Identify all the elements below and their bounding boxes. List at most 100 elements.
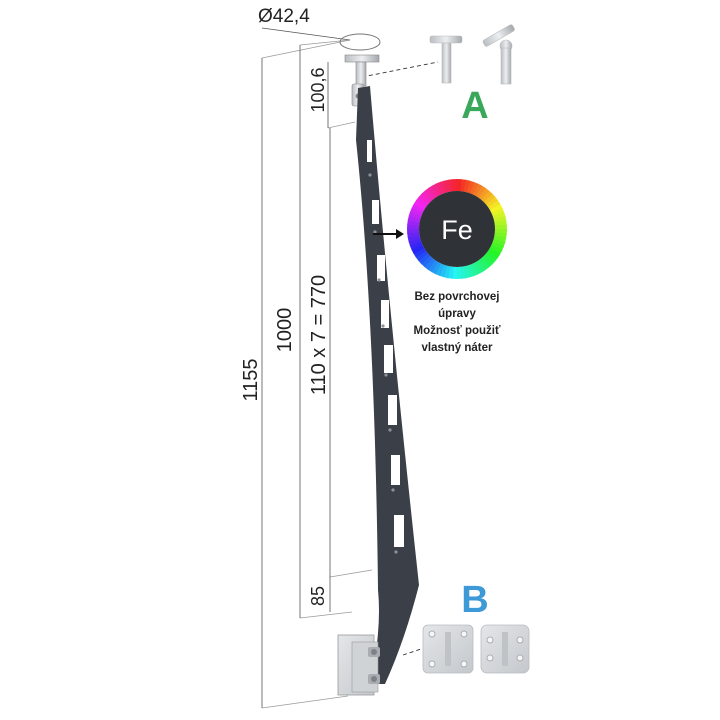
- post-slot-6: [388, 395, 397, 425]
- color-wheel-segment: [489, 245, 503, 255]
- color-wheel-segment: [427, 259, 438, 273]
- note-line-1: Bez povrchovej: [414, 291, 500, 303]
- bottom-offset-label: 85: [308, 586, 328, 606]
- color-wheel-segment: [492, 238, 506, 247]
- color-wheel-segment: [421, 255, 433, 268]
- color-wheel-segment: [491, 242, 504, 251]
- color-wheel-segment: [410, 207, 423, 216]
- post-holes: [367, 140, 404, 554]
- note-line-2: úpravy: [438, 308, 476, 320]
- color-wheel-segment: [478, 258, 490, 271]
- base-plate-variant-1-icon: [422, 624, 474, 674]
- color-wheel-segment: [431, 261, 441, 275]
- color-wheel-segment: [411, 244, 425, 254]
- material-pointer-arrow-icon: [396, 229, 404, 239]
- top-fitting-variant-fixed-icon: [429, 35, 463, 84]
- color-wheel-segment: [475, 260, 486, 273]
- note-line-4: vlastný náter: [421, 342, 493, 354]
- post-pin-hole-4: [381, 324, 385, 328]
- color-wheel-segment: [407, 215, 421, 223]
- color-wheel-segment: [443, 265, 451, 279]
- color-wheel-segment: [413, 247, 426, 258]
- color-wheel-icon: [407, 179, 507, 279]
- post-slot-7: [391, 455, 400, 485]
- color-wheel-segment: [424, 187, 436, 200]
- post-pin-hole-6: [388, 428, 392, 432]
- color-wheel-segment: [418, 193, 431, 205]
- post-slot-1: [367, 140, 372, 162]
- post-pin-hole-2: [373, 230, 377, 234]
- post-slot-2: [372, 200, 379, 224]
- post-slot-4: [381, 300, 389, 328]
- color-wheel-segment: [408, 238, 422, 247]
- color-wheel-segment: [481, 255, 493, 268]
- color-wheel-segment: [473, 183, 483, 197]
- overall-height-label: 1155: [240, 358, 262, 401]
- color-wheel-segment: [456, 266, 462, 279]
- color-wheel-segment: [472, 261, 482, 275]
- color-wheel-segment: [470, 182, 479, 195]
- color-wheel-segment: [491, 207, 505, 217]
- color-wheel-segment: [463, 179, 471, 193]
- base-bracket: [337, 634, 380, 696]
- color-wheel-segment: [489, 204, 503, 214]
- color-wheel-segment: [435, 263, 444, 276]
- tube-diameter-label: Ø42,4: [258, 6, 310, 27]
- color-wheel-segment: [466, 180, 475, 194]
- material-symbol: Fe: [441, 215, 473, 245]
- color-wheel-segment: [483, 253, 496, 265]
- post-pin-hole-8: [394, 550, 398, 554]
- post-height-label: 1000: [274, 308, 296, 353]
- post-pin-hole-7: [391, 488, 395, 492]
- color-wheel-segment: [424, 257, 436, 270]
- color-wheel-segment: [418, 253, 431, 265]
- color-wheel-segment: [494, 220, 507, 227]
- color-wheel-segment: [483, 193, 496, 205]
- post-slot-8: [394, 515, 404, 547]
- post-slot-5: [384, 345, 393, 373]
- color-wheel-segment: [492, 211, 506, 220]
- variant-b-label: B: [461, 579, 488, 621]
- color-wheel-segment: [439, 180, 448, 194]
- color-wheel-segment: [481, 190, 493, 203]
- color-wheel-segment: [407, 219, 420, 226]
- post-pin-hole-5: [384, 373, 388, 377]
- surface-treatment-note: Bez povrchovej úpravy Možnosť použiť vla…: [392, 289, 522, 357]
- color-wheel-segment: [493, 235, 507, 243]
- color-wheel-segment: [407, 228, 420, 234]
- curved-post: [356, 86, 419, 684]
- top-fitting-variant-swivel-icon: [482, 24, 515, 85]
- color-wheel-segment: [494, 224, 507, 230]
- post-pin-hole-3: [377, 278, 381, 282]
- base-plate-variant-2-icon: [480, 624, 530, 674]
- color-wheel-segment: [447, 266, 454, 279]
- color-wheel-segment: [411, 203, 425, 213]
- hole-spacing-label: 110 x 7 = 770: [308, 275, 330, 395]
- color-wheel-segment: [452, 179, 458, 192]
- color-wheel-segment: [494, 232, 507, 239]
- dimension-lines: [261, 27, 351, 708]
- post-pin-hole-1: [368, 173, 372, 177]
- color-wheel-segment: [469, 263, 479, 277]
- color-wheel-segment: [415, 250, 428, 262]
- material-badge: [419, 191, 495, 267]
- color-wheel-segment: [407, 231, 420, 238]
- color-wheel-segment: [460, 179, 467, 192]
- color-wheel-segment: [435, 181, 445, 195]
- note-line-3: Možnosť použiť: [413, 325, 501, 337]
- color-wheel-segment: [439, 264, 448, 278]
- color-wheel-segment: [485, 250, 498, 262]
- color-wheel-segment: [409, 241, 423, 251]
- color-wheel-segment: [416, 196, 429, 208]
- color-wheel-segment: [486, 196, 499, 208]
- color-wheel-segment: [488, 200, 501, 211]
- post-slot-3: [377, 255, 385, 281]
- top-offset-label: 100,6: [308, 67, 328, 112]
- color-wheel-segment: [413, 199, 427, 210]
- color-wheel-segment: [459, 266, 466, 279]
- variant-a-label: A: [461, 85, 488, 127]
- extension-lines: [261, 39, 439, 709]
- color-wheel-segment: [466, 264, 475, 278]
- color-wheel-segment: [432, 183, 442, 197]
- color-wheel-segment: [478, 188, 490, 201]
